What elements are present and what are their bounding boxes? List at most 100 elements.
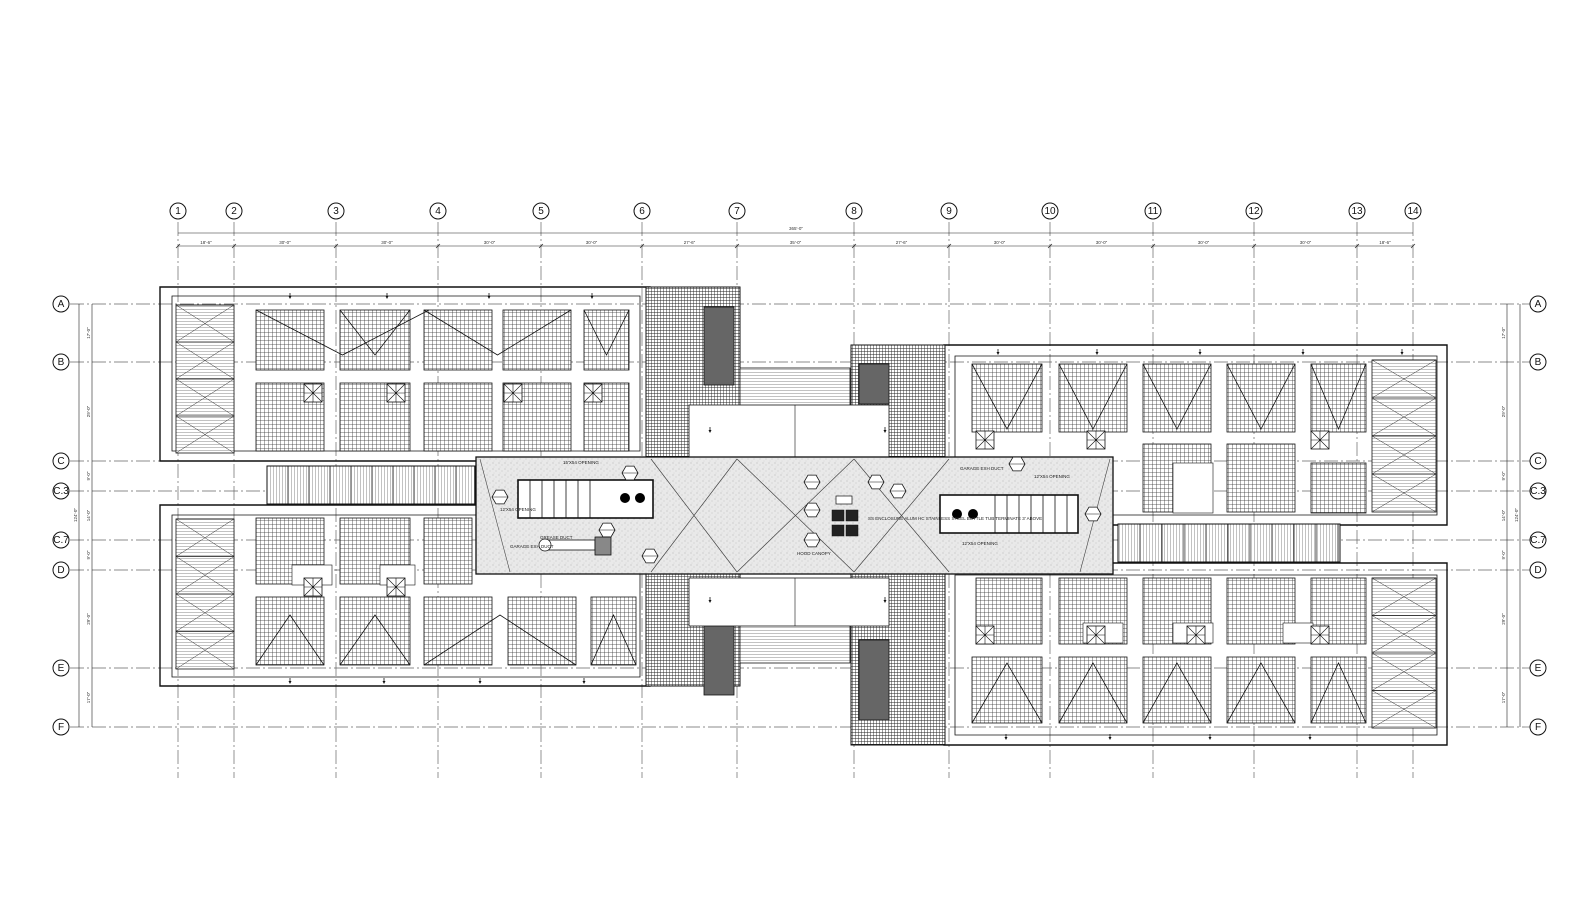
slope-arrow-head <box>487 296 491 299</box>
row-bubble-circle <box>1529 561 1547 579</box>
column-bubble-circle <box>1041 202 1059 220</box>
row-spacing-text: 17'-0" <box>1501 691 1506 703</box>
parking-bay-grid <box>1310 656 1367 724</box>
row-spacing-text: 29'-0" <box>86 405 91 417</box>
row-bubble-B-right: B <box>1529 353 1547 371</box>
column-bubble-label: 3 <box>333 206 339 217</box>
drain-cross <box>1310 430 1330 450</box>
ramp-slope-line <box>255 614 325 666</box>
row-bubble-C.3-right: C.3 <box>1529 482 1547 500</box>
slope-arrow-head <box>385 296 389 299</box>
end-ramp-cross <box>175 341 235 380</box>
row-bubble-C-left: C <box>52 452 70 470</box>
slope-arrow-head <box>1301 352 1305 355</box>
bay-cutout <box>1172 462 1214 514</box>
ramp-slope-line <box>1142 662 1212 724</box>
row-bubble-C.3-left: C.3 <box>52 482 70 500</box>
parking-bay-grid <box>1226 443 1296 513</box>
dimension-tick <box>231 243 237 249</box>
row-spacing-text: 9'-0" <box>86 471 91 480</box>
parking-bay-grid <box>583 309 630 371</box>
row-bubble-label: A <box>1535 299 1542 310</box>
drain-symbol <box>583 383 603 403</box>
parking-bay-grid <box>1142 656 1212 724</box>
dimension-tick <box>175 243 181 249</box>
row-bubble-label: C <box>57 456 64 467</box>
enclosure-note: SS ENCLOSURE ALUM HC STAINLESS STEEL BUT… <box>868 516 1042 521</box>
column-bubble-circle <box>327 202 345 220</box>
drain-symbol <box>1086 625 1106 645</box>
row-bubble-label: E <box>58 663 65 674</box>
column-bubble-2: 2 <box>225 202 243 220</box>
row-bubble-E-right: E <box>1529 659 1547 677</box>
ramp-slope-line <box>1226 662 1296 724</box>
row-bubble-circle <box>52 452 70 470</box>
row-bubble-circle <box>52 353 70 371</box>
drain-symbol <box>303 577 323 597</box>
row-bubble-label: D <box>57 565 64 576</box>
slope-arrow-head <box>883 430 887 433</box>
row-bubble-A-left: A <box>52 295 70 313</box>
ramp-slope-line <box>590 614 637 666</box>
drain-symbol <box>386 577 406 597</box>
column-bubble-label: 2 <box>231 206 237 217</box>
row-bubble-C.7-right: C.7 <box>1529 531 1547 549</box>
parking-bay-grid <box>1310 363 1367 433</box>
dimension-tick <box>639 243 645 249</box>
row-spacing-text: 14'-0" <box>86 509 91 521</box>
parking-bay-grid <box>1058 656 1128 724</box>
parking-bay-grid <box>255 309 325 371</box>
ramp-slope-line <box>255 309 430 356</box>
open-area-top <box>688 404 890 458</box>
stair-run <box>703 624 735 696</box>
row-bubble-B-left: B <box>52 353 70 371</box>
column-bubble-circle <box>845 202 863 220</box>
row-spacing-text: 17'-0" <box>1501 327 1506 339</box>
column-spacing-text: 18'-6" <box>200 240 212 245</box>
drain-symbol <box>1086 430 1106 450</box>
column-bubble-3: 3 <box>327 202 345 220</box>
dimension-tick <box>333 243 339 249</box>
row-bubble-D-left: D <box>52 561 70 579</box>
exhaust-fan <box>831 509 845 522</box>
row-bubble-label: C.3 <box>53 486 69 497</box>
drain-symbol <box>303 383 323 403</box>
annotations: 15'X54 OPENING 12'X54 OPENING 12'X54 OPE… <box>500 460 1070 556</box>
dimension-tick <box>1251 243 1257 249</box>
ramp-slope-line <box>423 309 572 356</box>
connector-corridor-right <box>1117 523 1341 563</box>
column-bubble-label: 10 <box>1044 206 1056 217</box>
row-bubble-label: D <box>1534 565 1541 576</box>
parking-bay-grid <box>971 656 1043 724</box>
column-bubble-label: 4 <box>435 206 441 217</box>
wing-right-bottom-inner <box>954 574 1438 736</box>
column-bubble-label: 14 <box>1407 206 1419 217</box>
fan-circle <box>620 493 630 503</box>
wing-left-top-inner <box>171 295 641 452</box>
slope-arrow-head <box>1108 737 1112 740</box>
column-bubble-circle <box>429 202 447 220</box>
column-bubble-label: 7 <box>734 206 740 217</box>
column-bubble-4: 4 <box>429 202 447 220</box>
column-bubble-circle <box>1348 202 1366 220</box>
row-bubble-label: F <box>58 722 64 733</box>
opening-note-2: 12'X54 OPENING <box>500 507 536 512</box>
end-ramp-cross <box>1371 359 1437 399</box>
drain-cross <box>583 383 603 403</box>
parking-bay-grid <box>423 382 493 452</box>
end-ramp-cross <box>1371 690 1437 729</box>
column-bubble-label: 8 <box>851 206 857 217</box>
parking-bay-grid <box>1226 656 1296 724</box>
column-bubble-label: 6 <box>639 206 645 217</box>
duct-cap <box>538 538 552 552</box>
end-ramp-cross <box>1371 435 1437 475</box>
drain-symbol <box>1310 430 1330 450</box>
exhaust-fan <box>845 509 859 522</box>
column-spacing-text: 30'-0" <box>484 240 496 245</box>
ramp-slope-line <box>423 614 577 666</box>
end-ramp-cross <box>1371 652 1437 691</box>
parking-bay-grid <box>255 517 325 585</box>
column-bubble-8: 8 <box>845 202 863 220</box>
dimension-tick <box>1150 243 1156 249</box>
